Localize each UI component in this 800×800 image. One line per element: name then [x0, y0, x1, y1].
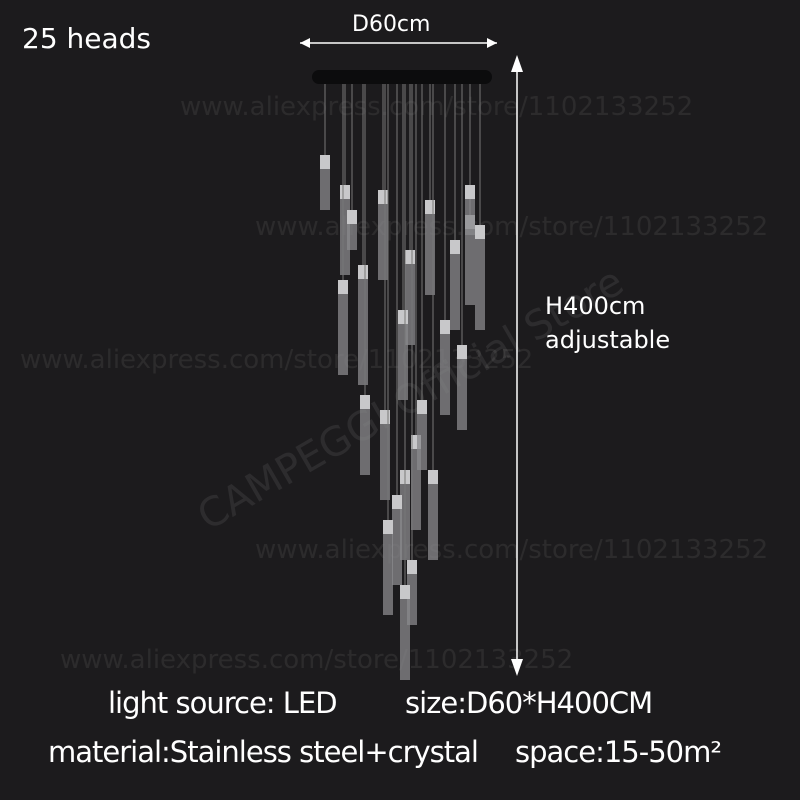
- crystal-pendant: [340, 185, 350, 275]
- size-spec: size:D60*H400CM: [405, 686, 653, 720]
- pendant-cap: [475, 225, 485, 239]
- crystal-pendant: [360, 395, 370, 475]
- pendant-cap: [405, 250, 415, 264]
- crystal-pendant: [383, 520, 393, 615]
- pendant-cap: [392, 495, 402, 509]
- pendant-cap: [380, 410, 390, 424]
- crystal-pendant: [417, 400, 427, 470]
- crystal-pendant: [465, 185, 475, 235]
- crystal-pendant: [407, 560, 417, 625]
- crystal-pendant: [378, 190, 388, 280]
- arrow-up-icon: [511, 55, 523, 72]
- space-spec: space:15-50m²: [515, 735, 722, 769]
- arrow-left-icon: [300, 38, 310, 48]
- crystal-pendant: [320, 155, 330, 210]
- crystal-pendant: [347, 210, 357, 250]
- watermark-url: www.aliexpress.com/store/1102133252: [180, 92, 694, 122]
- crystal-pendant: [411, 435, 421, 530]
- height-label: H400cm: [545, 292, 646, 320]
- pendant-cap: [347, 210, 357, 224]
- pendant-cap: [417, 400, 427, 414]
- pendant-cap: [411, 435, 421, 449]
- crystal-pendant: [338, 280, 348, 375]
- crystal-pendant: [358, 265, 368, 385]
- crystal-pendant: [392, 495, 402, 585]
- crystal-pendant: [400, 585, 410, 680]
- pendant-cap: [320, 155, 330, 169]
- pendant-cap: [383, 520, 393, 534]
- watermark-url: www.aliexpress.com/store/1102133252: [60, 645, 574, 675]
- light-source-spec: light source: LED: [108, 686, 338, 720]
- diameter-label: D60cm: [352, 12, 431, 37]
- pendant-cap: [340, 185, 350, 199]
- crystal-pendant: [405, 250, 415, 345]
- watermark-url: www.aliexpress.com/store/1102133252: [255, 535, 769, 565]
- pendant-cap: [450, 240, 460, 254]
- material-spec: material:Stainless steel+crystal: [48, 735, 479, 769]
- pendant-cap: [465, 185, 475, 199]
- pendant-cap: [360, 395, 370, 409]
- crystal-pendant: [398, 310, 408, 400]
- pendant-cap: [457, 345, 467, 359]
- heads-label: 25 heads: [22, 22, 152, 55]
- pendant-cap: [398, 310, 408, 324]
- crystal-pendant: [465, 215, 475, 305]
- arrow-down-icon: [511, 659, 523, 676]
- crystal-pendant: [425, 200, 435, 295]
- pendant-cap: [378, 190, 388, 204]
- pendant-cap: [440, 320, 450, 334]
- pendant-cap: [400, 585, 410, 599]
- arrow-right-icon: [487, 38, 497, 48]
- canopy: [312, 70, 492, 84]
- crystal-pendant: [457, 345, 467, 430]
- pendant-cap: [425, 200, 435, 214]
- height-note: adjustable: [545, 326, 671, 354]
- pendant-cap: [338, 280, 348, 294]
- crystal-pendant: [428, 470, 438, 560]
- crystal-pendant: [450, 240, 460, 330]
- pendant-cap: [407, 560, 417, 574]
- crystal-pendant: [440, 320, 450, 415]
- pendant-cap: [358, 265, 368, 279]
- pendant-cap: [428, 470, 438, 484]
- crystal-pendant: [380, 410, 390, 500]
- crystal-pendant: [475, 225, 485, 330]
